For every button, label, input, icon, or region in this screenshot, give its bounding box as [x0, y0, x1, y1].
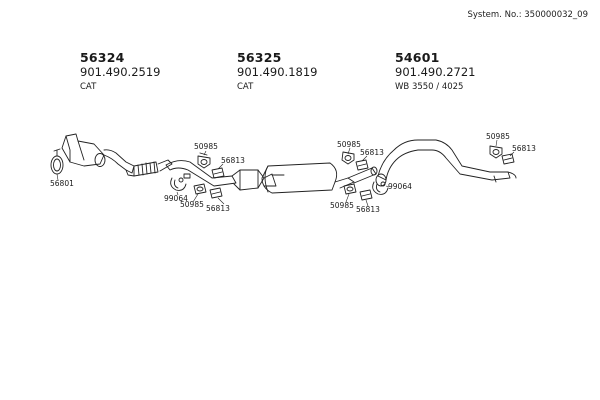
part-code: 901.490.2519 — [80, 65, 161, 79]
middle-catalytic-pipe — [165, 160, 277, 191]
front-catalytic-converter — [61, 133, 173, 177]
rubber-hanger-icon — [197, 152, 211, 169]
pipe-clamp-icon — [170, 177, 187, 191]
callout-50985: 50985 — [337, 140, 361, 149]
callout-50985: 50985 — [486, 132, 510, 141]
part-code: 901.490.2721 — [395, 65, 476, 79]
callout-56801: 56801 — [50, 179, 74, 188]
mounting-clip-icon — [209, 187, 223, 199]
callout-99064: 99064 — [164, 194, 188, 203]
part-number: 54601 — [395, 50, 440, 65]
callout-50985: 50985 — [180, 200, 204, 209]
callout-99064: 99064 — [388, 182, 412, 191]
callout-56813: 56813 — [512, 144, 536, 153]
part-header-54601: 54601 901.490.2721 WB 3550 / 4025 — [395, 50, 475, 94]
rubber-hanger-icon — [343, 183, 357, 195]
callout-50985: 50985 — [330, 201, 354, 210]
callout-56813: 56813 — [360, 148, 384, 157]
callout-56813: 56813 — [206, 204, 230, 213]
mounting-clip-icon — [355, 159, 369, 171]
rear-silencer — [261, 162, 378, 194]
callout-50985: 50985 — [194, 142, 218, 151]
callout-56813: 56813 — [221, 156, 245, 165]
part-header-56325: 56325 901.490.1819 CAT — [237, 50, 317, 94]
part-number: 56325 — [237, 50, 282, 65]
leader-lines — [56, 139, 515, 207]
mounting-clip-icon — [359, 189, 373, 201]
rubber-hanger-icon — [193, 183, 207, 195]
system-number: System. No.: 350000032_09 — [467, 10, 588, 20]
part-code: 901.490.1819 — [237, 65, 318, 79]
pipe-clamp-icon — [372, 181, 389, 195]
part-description: WB 3550 / 4025 — [395, 82, 464, 92]
gasket-ring-icon — [50, 148, 64, 175]
rear-tail-pipe — [375, 139, 517, 187]
mounting-clip-icon — [211, 167, 225, 179]
mounting-clip-icon — [501, 153, 515, 165]
rubber-hanger-icon — [341, 151, 355, 165]
part-header-56324: 56324 901.490.2519 CAT — [80, 50, 160, 94]
part-description: CAT — [237, 82, 254, 92]
part-number: 56324 — [80, 50, 125, 65]
callout-56813: 56813 — [356, 205, 380, 214]
part-description: CAT — [80, 82, 97, 92]
rubber-hanger-icon — [489, 145, 503, 159]
